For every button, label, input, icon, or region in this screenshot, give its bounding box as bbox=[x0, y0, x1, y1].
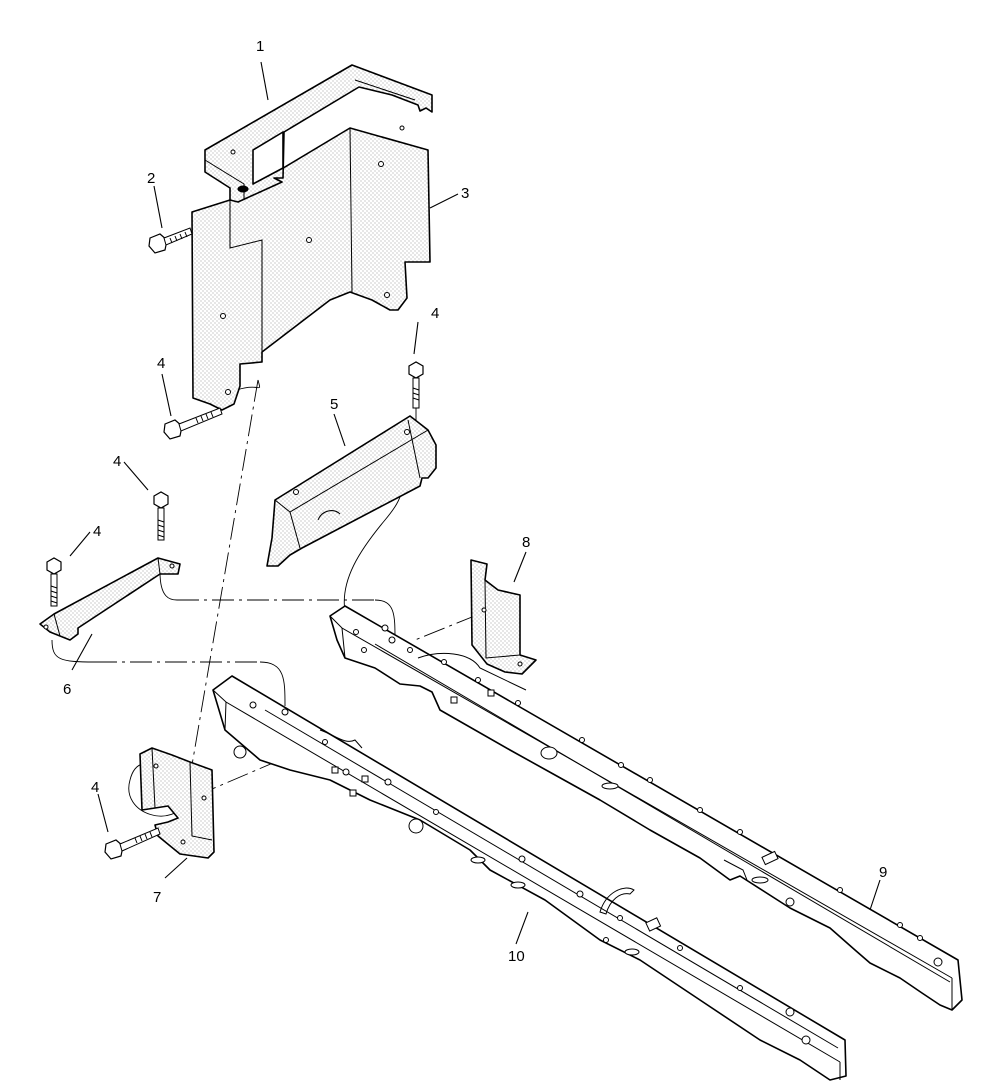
callout-9: 9 bbox=[879, 864, 887, 881]
callout-10: 10 bbox=[508, 948, 525, 965]
callout-5: 5 bbox=[330, 396, 338, 413]
part-7-bracket bbox=[139, 747, 215, 859]
part-10-frame-rail bbox=[212, 675, 847, 1081]
callout-4-bottom: 4 bbox=[91, 779, 99, 796]
part-1-bracket bbox=[204, 64, 433, 203]
part-3-cover bbox=[191, 127, 431, 411]
bolt-4-upper-left bbox=[163, 407, 223, 440]
bolt-2 bbox=[148, 227, 193, 254]
bolt-4-right bbox=[408, 361, 424, 409]
bolt-4-bottom bbox=[104, 827, 161, 860]
callout-1: 1 bbox=[256, 38, 264, 55]
callout-4-left: 4 bbox=[93, 523, 101, 540]
callout-2: 2 bbox=[147, 170, 155, 187]
callout-4-right: 4 bbox=[431, 305, 439, 322]
bolt-4-left bbox=[46, 557, 62, 607]
bolt-4-mid-left bbox=[153, 491, 169, 541]
callout-4-mid-left: 4 bbox=[113, 453, 121, 470]
part-8-bracket bbox=[470, 559, 537, 675]
callout-8: 8 bbox=[522, 534, 530, 551]
callout-4-upper-left: 4 bbox=[157, 355, 165, 372]
callouts: 1 2 3 4 4 4 4 4 5 6 7 8 9 10 bbox=[63, 38, 887, 965]
part-6-strap bbox=[39, 557, 181, 641]
callout-7: 7 bbox=[153, 889, 161, 906]
callout-3: 3 bbox=[461, 185, 469, 202]
callout-6: 6 bbox=[63, 681, 71, 698]
part-9-frame-rail bbox=[329, 605, 963, 1011]
part-5-bracket bbox=[266, 415, 437, 567]
leader-lines bbox=[69, 61, 881, 945]
